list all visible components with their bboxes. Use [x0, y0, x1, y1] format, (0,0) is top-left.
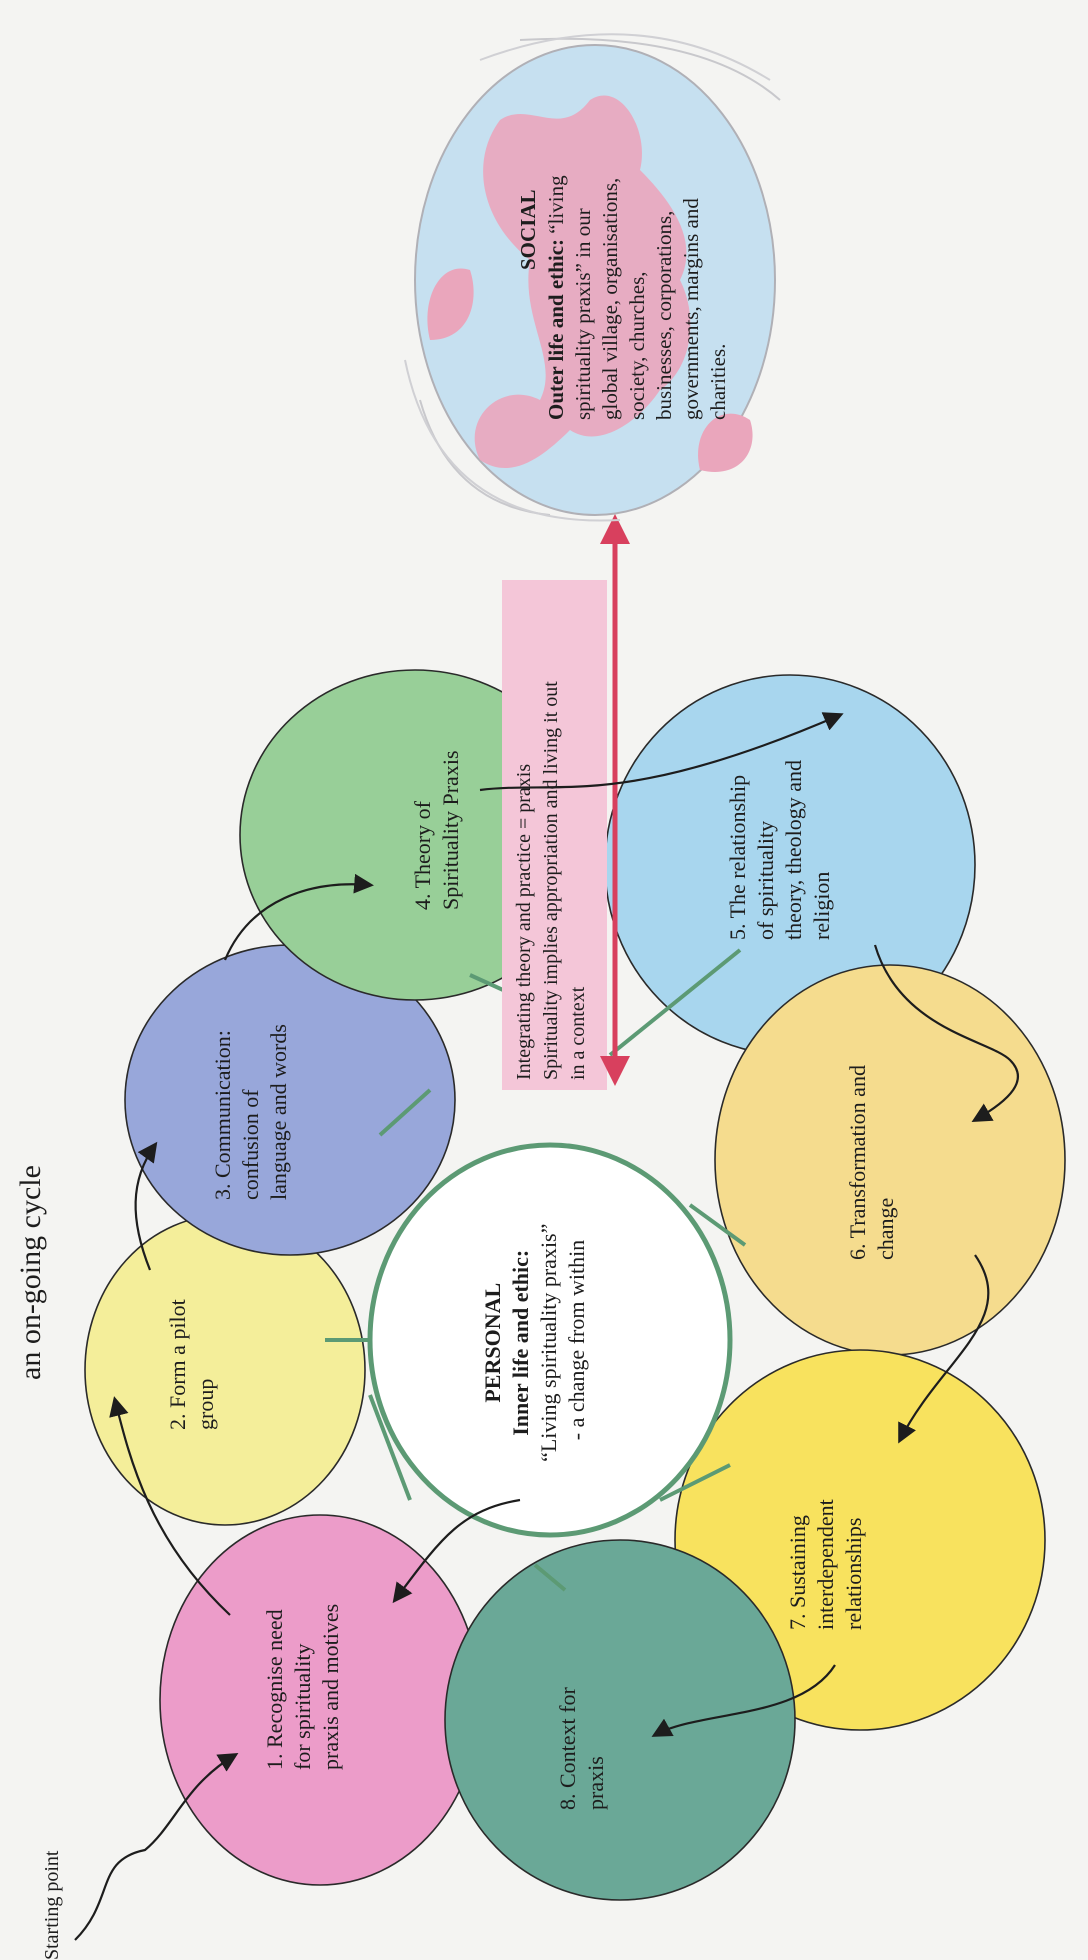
personal-title: PERSONAL: [480, 1283, 505, 1403]
stage-5-line-4: religion: [809, 872, 834, 940]
arrow-3-to-4: [223, 873, 374, 961]
stage-7-label: 7. Sustaining interdependent relationshi…: [785, 1494, 866, 1630]
stage-7-line-3: relationships: [841, 1518, 866, 1630]
stage-6-line-2: change: [873, 1198, 898, 1260]
social-line-1-rest: “living: [544, 175, 568, 239]
stage-2-circle: [84, 1214, 366, 1526]
starting-point-label: Starting point: [41, 1850, 63, 1960]
social-label: SOCIAL Outer life and ethic: “living spi…: [516, 170, 730, 420]
social-line-3: global village, organisations,: [598, 178, 622, 420]
social-title: SOCIAL: [516, 189, 540, 270]
stage-5-line-1: 5. The relationship: [725, 775, 750, 940]
rotated-page: an on-going cycle 1. Recogni: [14, 33, 1066, 1960]
stage-1-line-3: praxis and motives: [318, 1604, 343, 1770]
stage-6-line-1: 6. Transformation and: [845, 1065, 870, 1260]
praxis-banner-text: Integrating theory and practice = praxis…: [513, 676, 589, 1080]
social-globe: [404, 33, 781, 522]
stage-3-label: 3. Communication: confusion of language …: [210, 1024, 291, 1200]
personal-center-label: PERSONAL Inner life and ethic: “Living s…: [480, 1218, 589, 1462]
praxis-banner: [502, 580, 607, 1090]
stage-4-line-2: Spirituality Praxis: [438, 751, 463, 911]
social-line-4: society, churches,: [625, 272, 649, 421]
praxis-banner-line-1: Integrating theory and practice = praxis: [513, 764, 535, 1080]
stage-1-line-1: 1. Recognise need: [262, 1609, 287, 1770]
arrow-2-to-3: [134, 1141, 158, 1271]
social-line-5: businesses, corporations,: [652, 211, 676, 420]
praxis-banner-line-2: Spirituality implies appropriation and l…: [540, 681, 562, 1080]
social-line-1: Outer life and ethic: “living: [544, 175, 568, 420]
social-line-1-bold: Outer life and ethic:: [544, 239, 568, 420]
stage-8-circle: [444, 1539, 796, 1901]
stage-2-line-1: 2. Form a pilot: [165, 1299, 190, 1430]
stage-3-line-2: confusion of: [238, 1089, 263, 1200]
arrow-start-to-1: [74, 1752, 239, 1941]
social-line-7: charities.: [706, 344, 730, 420]
stage-2-line-2: group: [193, 1379, 218, 1430]
stage-4-label: 4. Theory of Spirituality Praxis: [410, 751, 463, 911]
stage-7-line-1: 7. Sustaining: [785, 1515, 810, 1630]
stage-8-label: 8. Context for praxis: [555, 1682, 608, 1810]
stage-3-line-3: language and words: [266, 1024, 291, 1200]
stage-8-line-1: 8. Context for: [555, 1687, 580, 1810]
flow-arrows: [74, 712, 1019, 1941]
stage-2-label: 2. Form a pilot group: [165, 1294, 218, 1430]
social-line-2: spirituality praxis” in our: [571, 208, 595, 420]
stage-6-circle: [714, 964, 1066, 1356]
stage-7-line-2: interdependent: [813, 1499, 838, 1630]
arrow-8-to-1: [392, 1498, 521, 1604]
page-heading: an on-going cycle: [14, 1165, 47, 1380]
arrow-5-to-6: [873, 944, 1019, 1122]
arrow-4-to-5: [479, 712, 844, 792]
arrow-7-to-8: [651, 1664, 836, 1737]
connector-spokes: [325, 948, 747, 1592]
globe-land-2: [698, 413, 753, 472]
personal-line-2: - a change from within: [564, 1240, 589, 1440]
stage-5-line-3: theory, theology and: [781, 760, 806, 940]
stage-6-label: 6. Transformation and change: [845, 1060, 898, 1260]
stage-3-line-1: 3. Communication:: [210, 1030, 235, 1200]
stage-8-line-2: praxis: [583, 1756, 608, 1810]
arrow-1-to-2: [109, 1396, 231, 1616]
globe-land: [474, 95, 691, 469]
stage-5-line-2: of spirituality: [753, 821, 778, 940]
stage-5-label: 5. The relationship of spirituality theo…: [725, 754, 834, 940]
personal-center-circle: [367, 1142, 733, 1538]
stage-1-label: 1. Recognise need for spirituality praxi…: [262, 1604, 343, 1770]
personal-line-1: “Living spirituality praxis”: [536, 1224, 561, 1462]
praxis-banner-line-3: in a context: [567, 986, 589, 1080]
personal-subtitle: Inner life and ethic:: [508, 1250, 533, 1436]
arrow-6-to-7: [898, 1254, 990, 1444]
globe-land-3: [427, 268, 474, 340]
stage-4-line-1: 4. Theory of: [410, 800, 435, 910]
social-line-6: governments, margins and: [679, 198, 703, 420]
stage-1-line-2: for spirituality: [290, 1644, 315, 1770]
